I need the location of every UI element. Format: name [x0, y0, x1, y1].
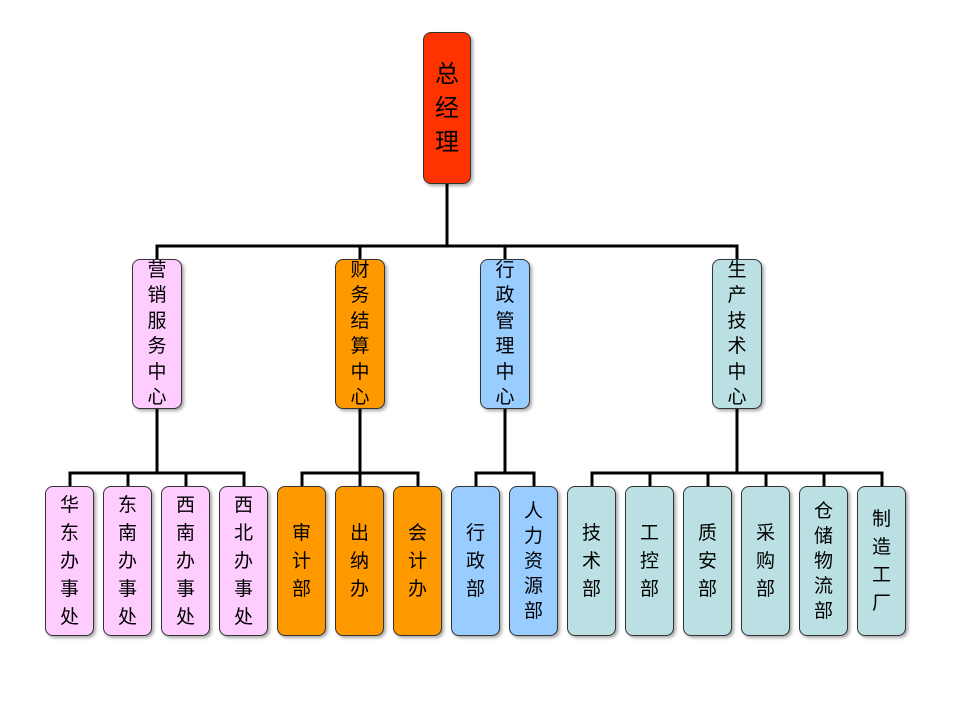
- office-northwest: 西北办事处: [219, 486, 268, 636]
- unit-procurement: 采购部: [741, 486, 790, 636]
- unit-label: 会计办: [407, 522, 427, 600]
- office-southeast: 东南办事处: [103, 486, 152, 636]
- unit-label: 质安部: [697, 522, 717, 600]
- dept-sales-box: 营销服务中心: [132, 259, 182, 409]
- office-label: 西南办事处: [175, 491, 196, 631]
- unit-label: 技术部: [581, 522, 601, 600]
- unit-label: 行政部: [465, 522, 485, 600]
- dept-finance-box: 财务结算中心: [335, 259, 385, 409]
- dept-admin-box: 行政管理中心: [480, 259, 530, 409]
- office-label: 西北办事处: [233, 491, 254, 631]
- unit-administration: 行政部: [451, 486, 500, 636]
- dept-production-label: 生产技术中心: [727, 258, 747, 409]
- unit-warehouse-logistics: 仓储物流部: [799, 486, 848, 636]
- dept-finance-label: 财务结算中心: [350, 258, 370, 409]
- office-east-china: 华东办事处: [45, 486, 94, 636]
- unit-cashier: 出纳办: [335, 486, 384, 636]
- dept-admin-label: 行政管理中心: [495, 258, 515, 409]
- office-label: 东南办事处: [117, 491, 138, 631]
- unit-label: 采购部: [755, 522, 775, 600]
- unit-label: 出纳办: [349, 522, 369, 600]
- unit-label: 审计部: [291, 522, 311, 600]
- ceo-label: 总经理: [435, 60, 459, 156]
- ceo-box: 总经理: [423, 32, 471, 184]
- unit-technology: 技术部: [567, 486, 616, 636]
- unit-quality-safety: 质安部: [683, 486, 732, 636]
- unit-industrial-control: 工控部: [625, 486, 674, 636]
- office-southwest: 西南办事处: [161, 486, 210, 636]
- unit-human-resources: 人力资源部: [509, 486, 558, 636]
- unit-label: 工控部: [639, 522, 659, 600]
- dept-production-box: 生产技术中心: [712, 259, 762, 409]
- unit-label: 仓储物流部: [813, 499, 833, 622]
- unit-manufacturing-plant: 制造工厂: [857, 486, 906, 636]
- dept-sales-label: 营销服务中心: [147, 258, 167, 409]
- office-label: 华东办事处: [59, 491, 80, 631]
- unit-label: 人力资源部: [523, 499, 543, 622]
- unit-label: 制造工厂: [871, 508, 891, 614]
- unit-audit: 审计部: [277, 486, 326, 636]
- unit-accounting: 会计办: [393, 486, 442, 636]
